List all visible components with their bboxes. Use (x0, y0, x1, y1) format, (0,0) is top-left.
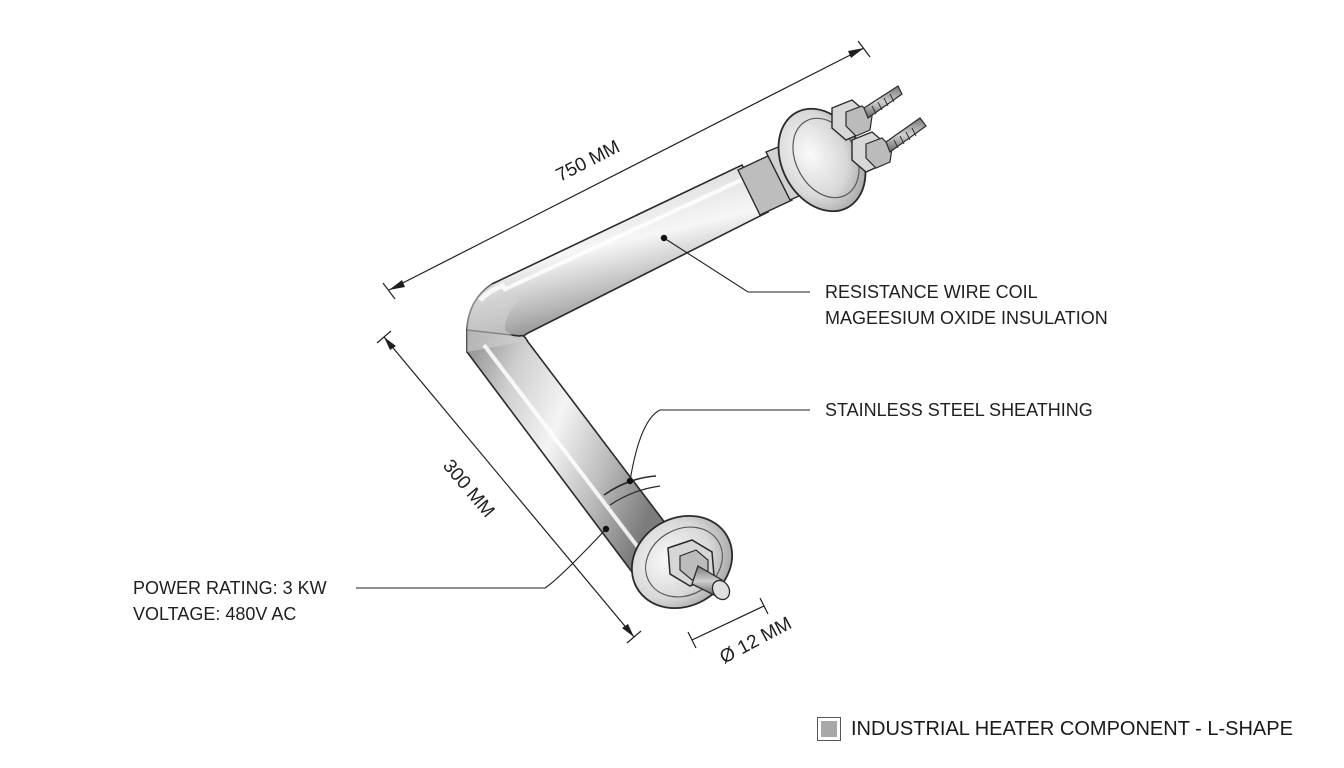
legend-text: INDUSTRIAL HEATER COMPONENT - L-SHAPE (851, 717, 1293, 740)
dimension-300 (376, 330, 642, 644)
leader-sheathing (629, 409, 810, 482)
dimension-300-label: 300 MM (438, 456, 498, 522)
leader-sheathing-dot (626, 477, 634, 485)
label-insulation: MAGEESIUM OXIDE INSULATION (825, 308, 1108, 328)
top-nut-2 (851, 131, 893, 173)
leader-resistance (663, 237, 810, 293)
dimension-750 (382, 40, 871, 300)
label-resistance-wire: RESISTANCE WIRE COIL (825, 282, 1038, 302)
top-flange (777, 85, 927, 213)
leader-resistance-dot (660, 234, 668, 242)
terminal-rod-1 (863, 85, 903, 119)
heater-tube (466, 134, 831, 574)
top-nut-1 (831, 99, 873, 141)
dimension-diameter-label: Ø 12 MM (716, 613, 795, 668)
legend: INDUSTRIAL HEATER COMPONENT - L-SHAPE (817, 714, 1293, 744)
tube-bend (466, 284, 520, 352)
dimension-750-label: 750 MM (553, 137, 624, 187)
label-power-rating: POWER RATING: 3 KW (133, 578, 327, 598)
legend-swatch (817, 717, 841, 741)
bottom-flange (630, 514, 734, 610)
label-sheathing: STAINLESS STEEL SHEATHING (825, 400, 1093, 420)
terminal-rod-2 (885, 117, 927, 153)
leader-power-dot (602, 525, 610, 533)
label-voltage: VOLTAGE: 480V AC (133, 604, 297, 624)
leader-power (356, 528, 607, 589)
tube-collar-top (737, 154, 793, 216)
dimension-diameter (687, 597, 769, 649)
tube-long-leg (466, 163, 770, 343)
